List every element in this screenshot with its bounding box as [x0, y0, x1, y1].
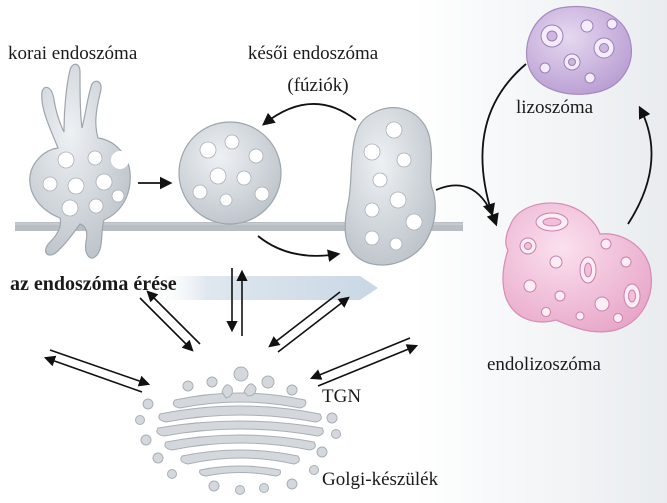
arrow-lysosome-to-endolysosome: [481, 63, 527, 217]
golgi-apparatus: [135, 366, 341, 495]
flow-arrows: [138, 63, 653, 262]
late-endosome-elongated: [344, 107, 436, 266]
arrow-fusion-back: [262, 103, 357, 126]
golgi-exchange-arrows: [43, 268, 419, 393]
label-tgn: TGN: [322, 386, 362, 407]
label-late-endosome-fusion: (fúziók): [287, 75, 349, 96]
plasma-membrane: [15, 222, 463, 231]
early-endosome-shape: [29, 63, 131, 259]
label-golgi: Golgi-készülék: [322, 469, 439, 490]
label-early-endosome: korai endoszóma: [8, 43, 138, 64]
arrow-sphere-to-elongated: [257, 235, 341, 262]
endolysosome-shape: [502, 202, 652, 333]
late-endosome-sphere: [178, 121, 282, 225]
lysosome-shape: [525, 5, 632, 95]
arrow-endolysosome-to-lysosome: [627, 105, 653, 225]
maturation-arrow: [150, 276, 378, 300]
label-maturation: az endoszóma érése: [10, 273, 177, 295]
label-late-endosome: késői endoszóma: [247, 43, 379, 64]
label-endolysosome: endolizoszóma: [487, 354, 601, 375]
label-lysosome: lizoszóma: [516, 97, 594, 118]
